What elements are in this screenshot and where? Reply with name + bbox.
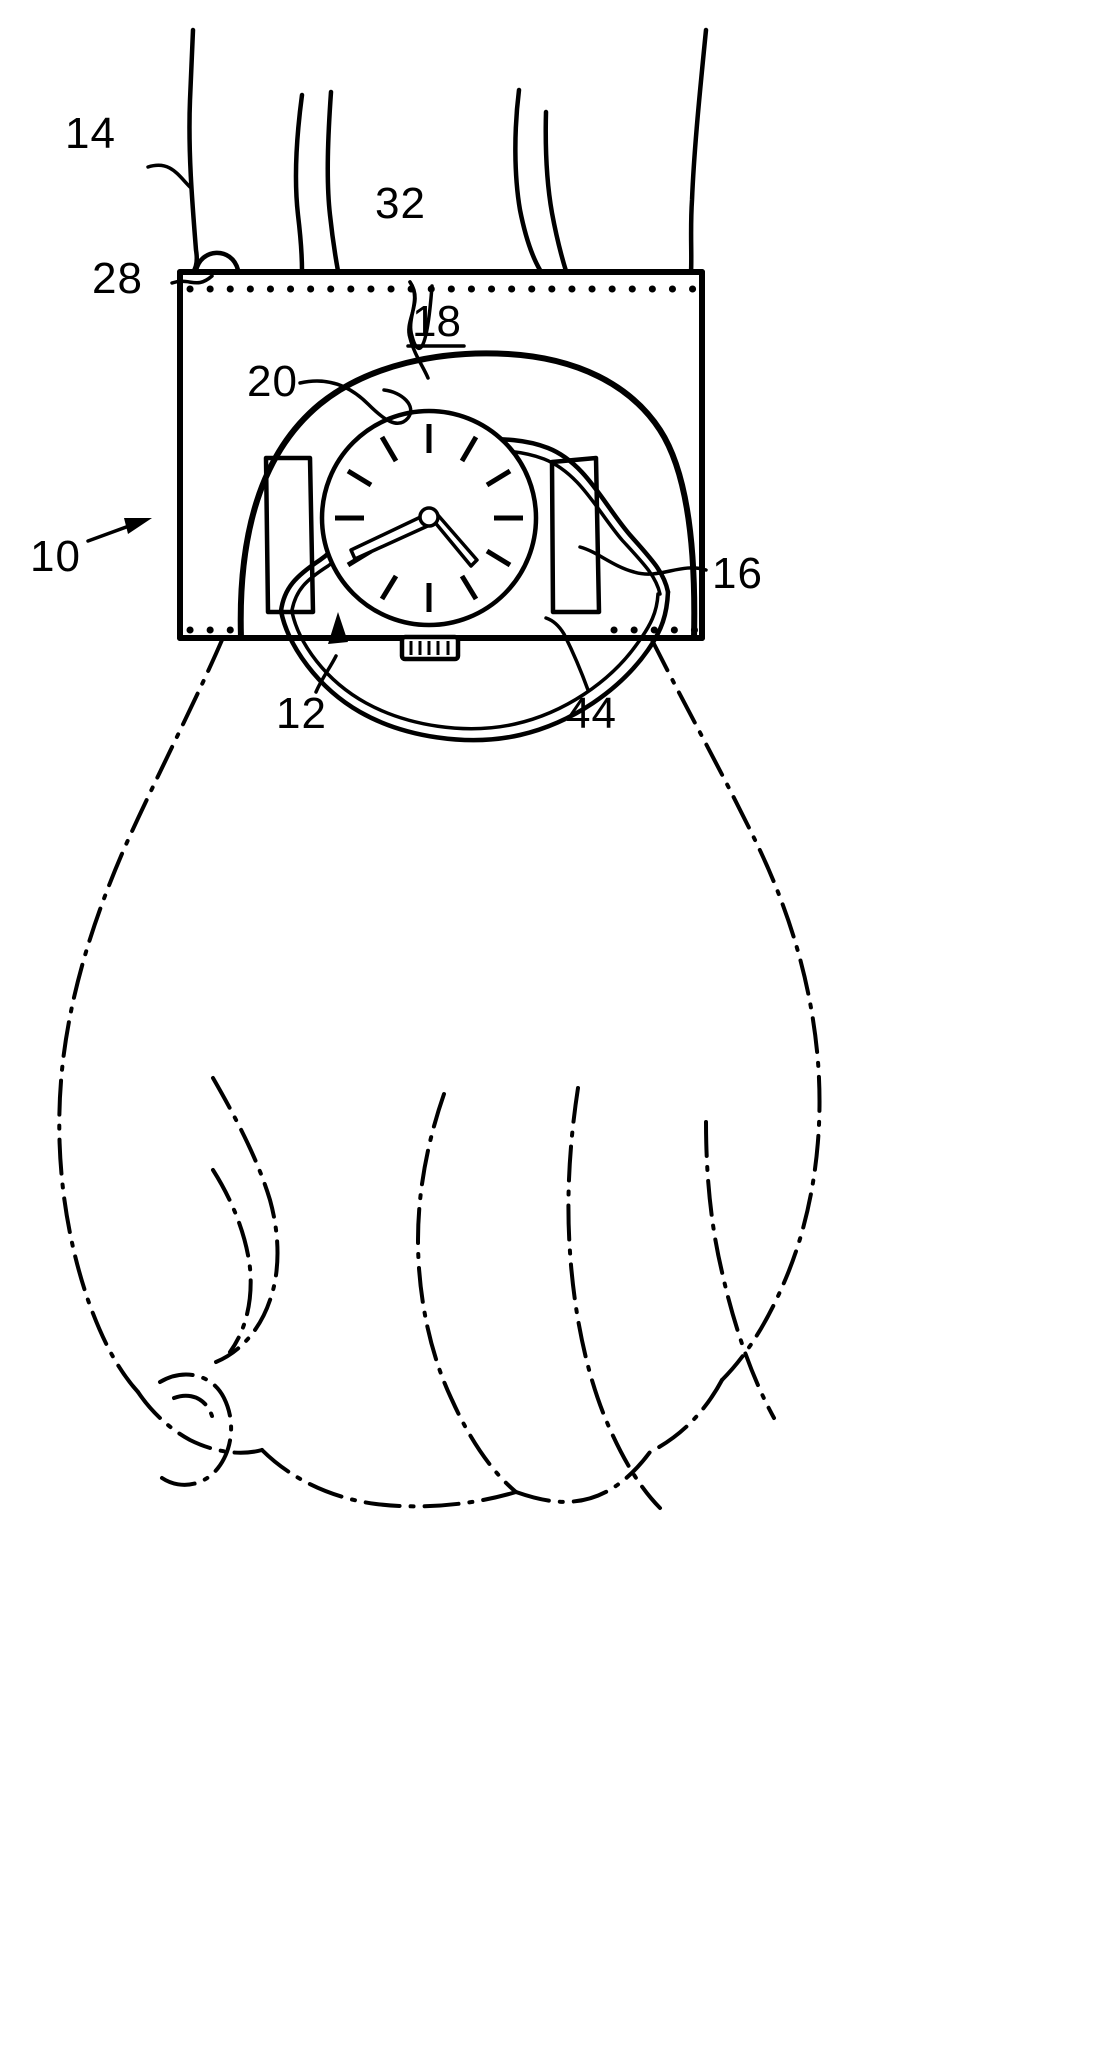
leader-32 <box>407 280 434 380</box>
leader-16 <box>578 545 708 576</box>
leader-20 <box>298 379 413 425</box>
center-pin <box>418 506 440 528</box>
ref-label-44: 44 <box>566 689 617 738</box>
band-corner-detail-28 <box>193 250 241 274</box>
ref-label-18-group: 18 <box>406 297 466 348</box>
ref-label-12: 12 <box>276 689 327 738</box>
band-stitch-dots <box>186 285 701 634</box>
ref-label-32: 32 <box>375 179 426 228</box>
strap-end-left <box>263 455 316 615</box>
strap-end-right <box>549 455 602 615</box>
ref-label-20: 20 <box>247 357 298 406</box>
band-outline <box>177 269 705 641</box>
ref-label-10: 10 <box>30 532 81 581</box>
hand-outline <box>57 638 822 1455</box>
leader-14 <box>146 163 192 189</box>
leader-44 <box>544 616 590 692</box>
ref-label-18: 18 <box>412 297 461 346</box>
watch-crown <box>399 634 461 662</box>
sleeve-crease-lines <box>293 87 569 274</box>
hand-fingers <box>158 1076 776 1510</box>
leader-12-arrow <box>314 612 348 694</box>
dial-hands <box>349 506 479 568</box>
leader-10-arrow <box>86 518 152 543</box>
arm-outline <box>187 27 709 275</box>
ref-label-16: 16 <box>712 549 763 598</box>
ref-label-14: 14 <box>65 109 116 158</box>
leader-28 <box>170 274 214 285</box>
ref-label-28: 28 <box>92 254 143 303</box>
